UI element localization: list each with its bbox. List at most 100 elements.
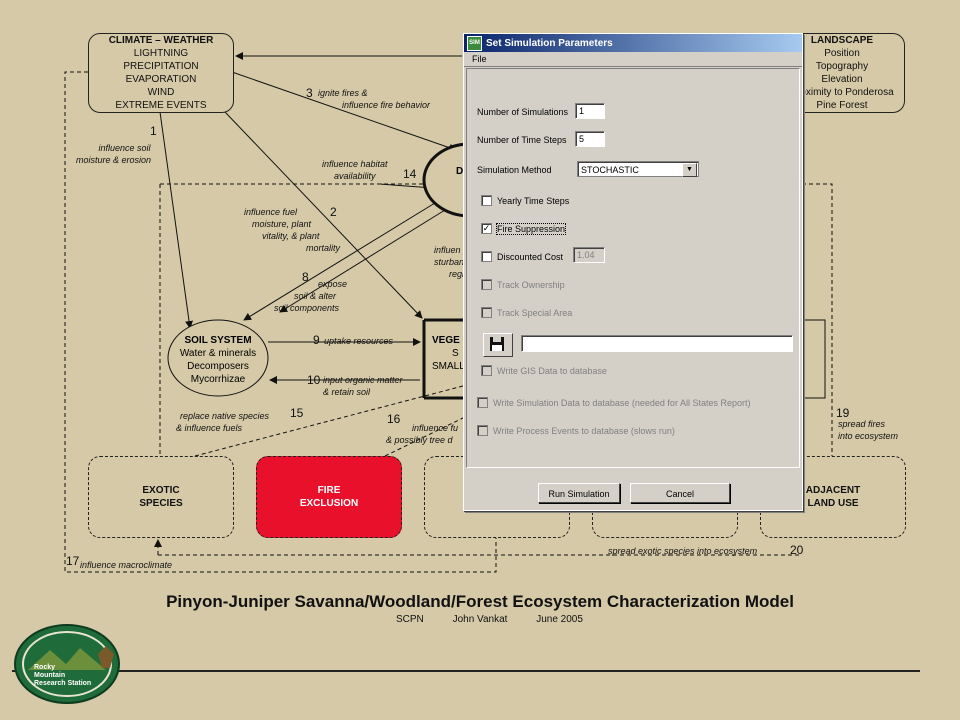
adjacent-line: ADJACENT bbox=[805, 485, 861, 496]
soil-system: SOIL SYSTEM Water & minerals Decomposers… bbox=[168, 334, 268, 386]
write-process-events-checkbox[interactable]: Write Process Events to database (slows … bbox=[477, 425, 675, 436]
vegetation-box: VEGE S SMALL bbox=[432, 334, 463, 373]
adjacent-line: LAND USE bbox=[807, 498, 859, 509]
checkbox-box[interactable] bbox=[481, 365, 492, 376]
arrow-note-17: influence macroclimate bbox=[80, 560, 173, 570]
track-ownership-checkbox[interactable]: Track Ownership bbox=[481, 279, 565, 290]
dialog-titlebar[interactable]: SIM Set Simulation Parameters bbox=[464, 34, 802, 52]
discounted-cost-checkbox[interactable]: Discounted Cost bbox=[481, 251, 563, 262]
landscape-title: LANDSCAPE bbox=[810, 35, 874, 46]
soil-title: SOIL SYSTEM bbox=[184, 335, 252, 346]
num-time-steps-label: Number of Time Steps bbox=[477, 135, 567, 145]
run-simulation-button[interactable]: Run Simulation bbox=[538, 483, 620, 503]
landscape-line: Position bbox=[824, 48, 860, 59]
arrow-note-15: replace native species& influence fuels bbox=[176, 411, 270, 433]
checkbox-box[interactable] bbox=[481, 251, 492, 262]
fire-exclusion-line: EXCLUSION bbox=[299, 498, 359, 509]
menu-bar: File bbox=[464, 52, 802, 67]
checkbox-box[interactable] bbox=[477, 425, 488, 436]
landscape-line: Topography bbox=[815, 61, 869, 72]
discount-rate-input[interactable] bbox=[573, 247, 605, 263]
simulation-method-label: Simulation Method bbox=[477, 165, 552, 175]
logo-emblem bbox=[14, 624, 120, 704]
vegetation-title: VEGE bbox=[432, 335, 460, 346]
arrow-number: 1 bbox=[150, 124, 157, 138]
write-process-events-label: Write Process Events to database (slows … bbox=[493, 425, 675, 436]
soil-line: Mycorrhizae bbox=[190, 374, 246, 385]
arrow-number: 9 bbox=[313, 333, 320, 347]
climate-line: EXTREME EVENTS bbox=[115, 100, 207, 111]
dialog-content: Number of Simulations Number of Time Ste… bbox=[466, 68, 800, 468]
climate-line: LIGHTNING bbox=[133, 48, 189, 59]
soil-line: Decomposers bbox=[187, 361, 249, 372]
arrow-note-10: input organic matter& retain soil bbox=[323, 375, 403, 397]
save-button[interactable] bbox=[483, 333, 513, 357]
checkbox-box[interactable] bbox=[477, 397, 488, 408]
checkbox-box[interactable] bbox=[481, 307, 492, 318]
discounted-cost-label: Discounted Cost bbox=[497, 251, 564, 262]
arrow-number: 14 bbox=[403, 167, 417, 181]
arrow-number: 2 bbox=[330, 205, 337, 219]
climate-weather-box: CLIMATE – WEATHER LIGHTNING PRECIPITATIO… bbox=[88, 33, 234, 113]
model-title: Pinyon-Juniper Savanna/Woodland/Forest E… bbox=[166, 592, 794, 611]
model-credits: SCPN John Vankat June 2005 bbox=[396, 614, 609, 625]
climate-title: CLIMATE – WEATHER bbox=[108, 35, 214, 46]
floppy-disk-icon bbox=[490, 337, 504, 351]
climate-line: EVAPORATION bbox=[125, 74, 197, 85]
fire-suppression-label: Fire Suppression bbox=[495, 222, 567, 235]
track-ownership-label: Track Ownership bbox=[497, 279, 565, 290]
arrow-number: 20 bbox=[790, 543, 804, 557]
climate-line: PRECIPITATION bbox=[123, 61, 199, 72]
arrow-note-3: ignite fires &influence fire behavior bbox=[318, 88, 431, 110]
arrow-note-20: spread exotic species into ecosystem bbox=[608, 546, 758, 556]
yearly-time-steps-checkbox[interactable]: Yearly Time Steps bbox=[481, 195, 569, 206]
arrow-note-influence: influendisturbanregi bbox=[434, 245, 464, 279]
arrow-number: 19 bbox=[836, 406, 850, 420]
app-icon: SIM bbox=[467, 35, 482, 51]
climate-line: WIND bbox=[147, 87, 175, 98]
write-gis-checkbox[interactable]: Write GIS Data to database bbox=[481, 365, 607, 376]
date-label: June 2005 bbox=[536, 614, 583, 625]
arrow-number: 8 bbox=[302, 270, 309, 284]
vegetation-line: S bbox=[452, 348, 459, 359]
set-simulation-parameters-dialog: SIM Set Simulation Parameters File Numbe… bbox=[463, 33, 803, 511]
landscape-line: Proximity to Ponderosa bbox=[790, 87, 894, 98]
arrow-number: 3 bbox=[306, 86, 313, 100]
arrow-number: 16 bbox=[387, 412, 401, 426]
arrow-number: 15 bbox=[290, 406, 304, 420]
landscape-box: LANDSCAPE Position Topography Elevation … bbox=[790, 33, 905, 113]
arrow-note-16: influence fu& possibly tree d bbox=[386, 423, 459, 445]
write-simulation-data-checkbox[interactable]: Write Simulation Data to database (neede… bbox=[477, 397, 750, 408]
exotic-line: SPECIES bbox=[139, 498, 183, 509]
rocky-mountain-research-station-logo: Rocky Mountain Research Station bbox=[14, 624, 120, 704]
menu-file[interactable]: File bbox=[472, 54, 487, 64]
fire-suppression-checkbox[interactable]: ✓Fire Suppression bbox=[481, 222, 567, 235]
arrow-note-9: uptake resources bbox=[324, 336, 394, 346]
disturbance-label: D bbox=[456, 166, 464, 177]
chevron-down-icon[interactable]: ▼ bbox=[682, 163, 697, 177]
database-path-input[interactable] bbox=[521, 335, 793, 352]
simulation-method-select[interactable]: STOCHASTIC ▼ bbox=[577, 161, 699, 177]
fire-exclusion-box: FIRE EXCLUSION bbox=[256, 456, 402, 538]
logo-text: Rocky Mountain Research Station bbox=[34, 664, 92, 687]
cancel-button[interactable]: Cancel bbox=[630, 483, 730, 503]
soil-line: Water & minerals bbox=[179, 348, 257, 359]
write-gis-label: Write GIS Data to database bbox=[497, 365, 607, 376]
checkmark-icon[interactable]: ✓ bbox=[481, 223, 492, 234]
landscape-line: Pine Forest bbox=[816, 100, 868, 111]
num-time-steps-input[interactable] bbox=[575, 131, 605, 147]
write-simulation-data-label: Write Simulation Data to database (neede… bbox=[493, 397, 751, 408]
checkbox-box[interactable] bbox=[481, 195, 492, 206]
num-simulations-input[interactable] bbox=[575, 103, 605, 119]
simulation-method-value: STOCHASTIC bbox=[581, 165, 639, 175]
org-label: SCPN bbox=[396, 614, 424, 625]
yearly-time-steps-label: Yearly Time Steps bbox=[497, 195, 570, 206]
exotic-line: EXOTIC bbox=[142, 485, 180, 496]
checkbox-box[interactable] bbox=[481, 279, 492, 290]
author-label: John Vankat bbox=[452, 614, 508, 625]
track-special-area-checkbox[interactable]: Track Special Area bbox=[481, 307, 572, 318]
